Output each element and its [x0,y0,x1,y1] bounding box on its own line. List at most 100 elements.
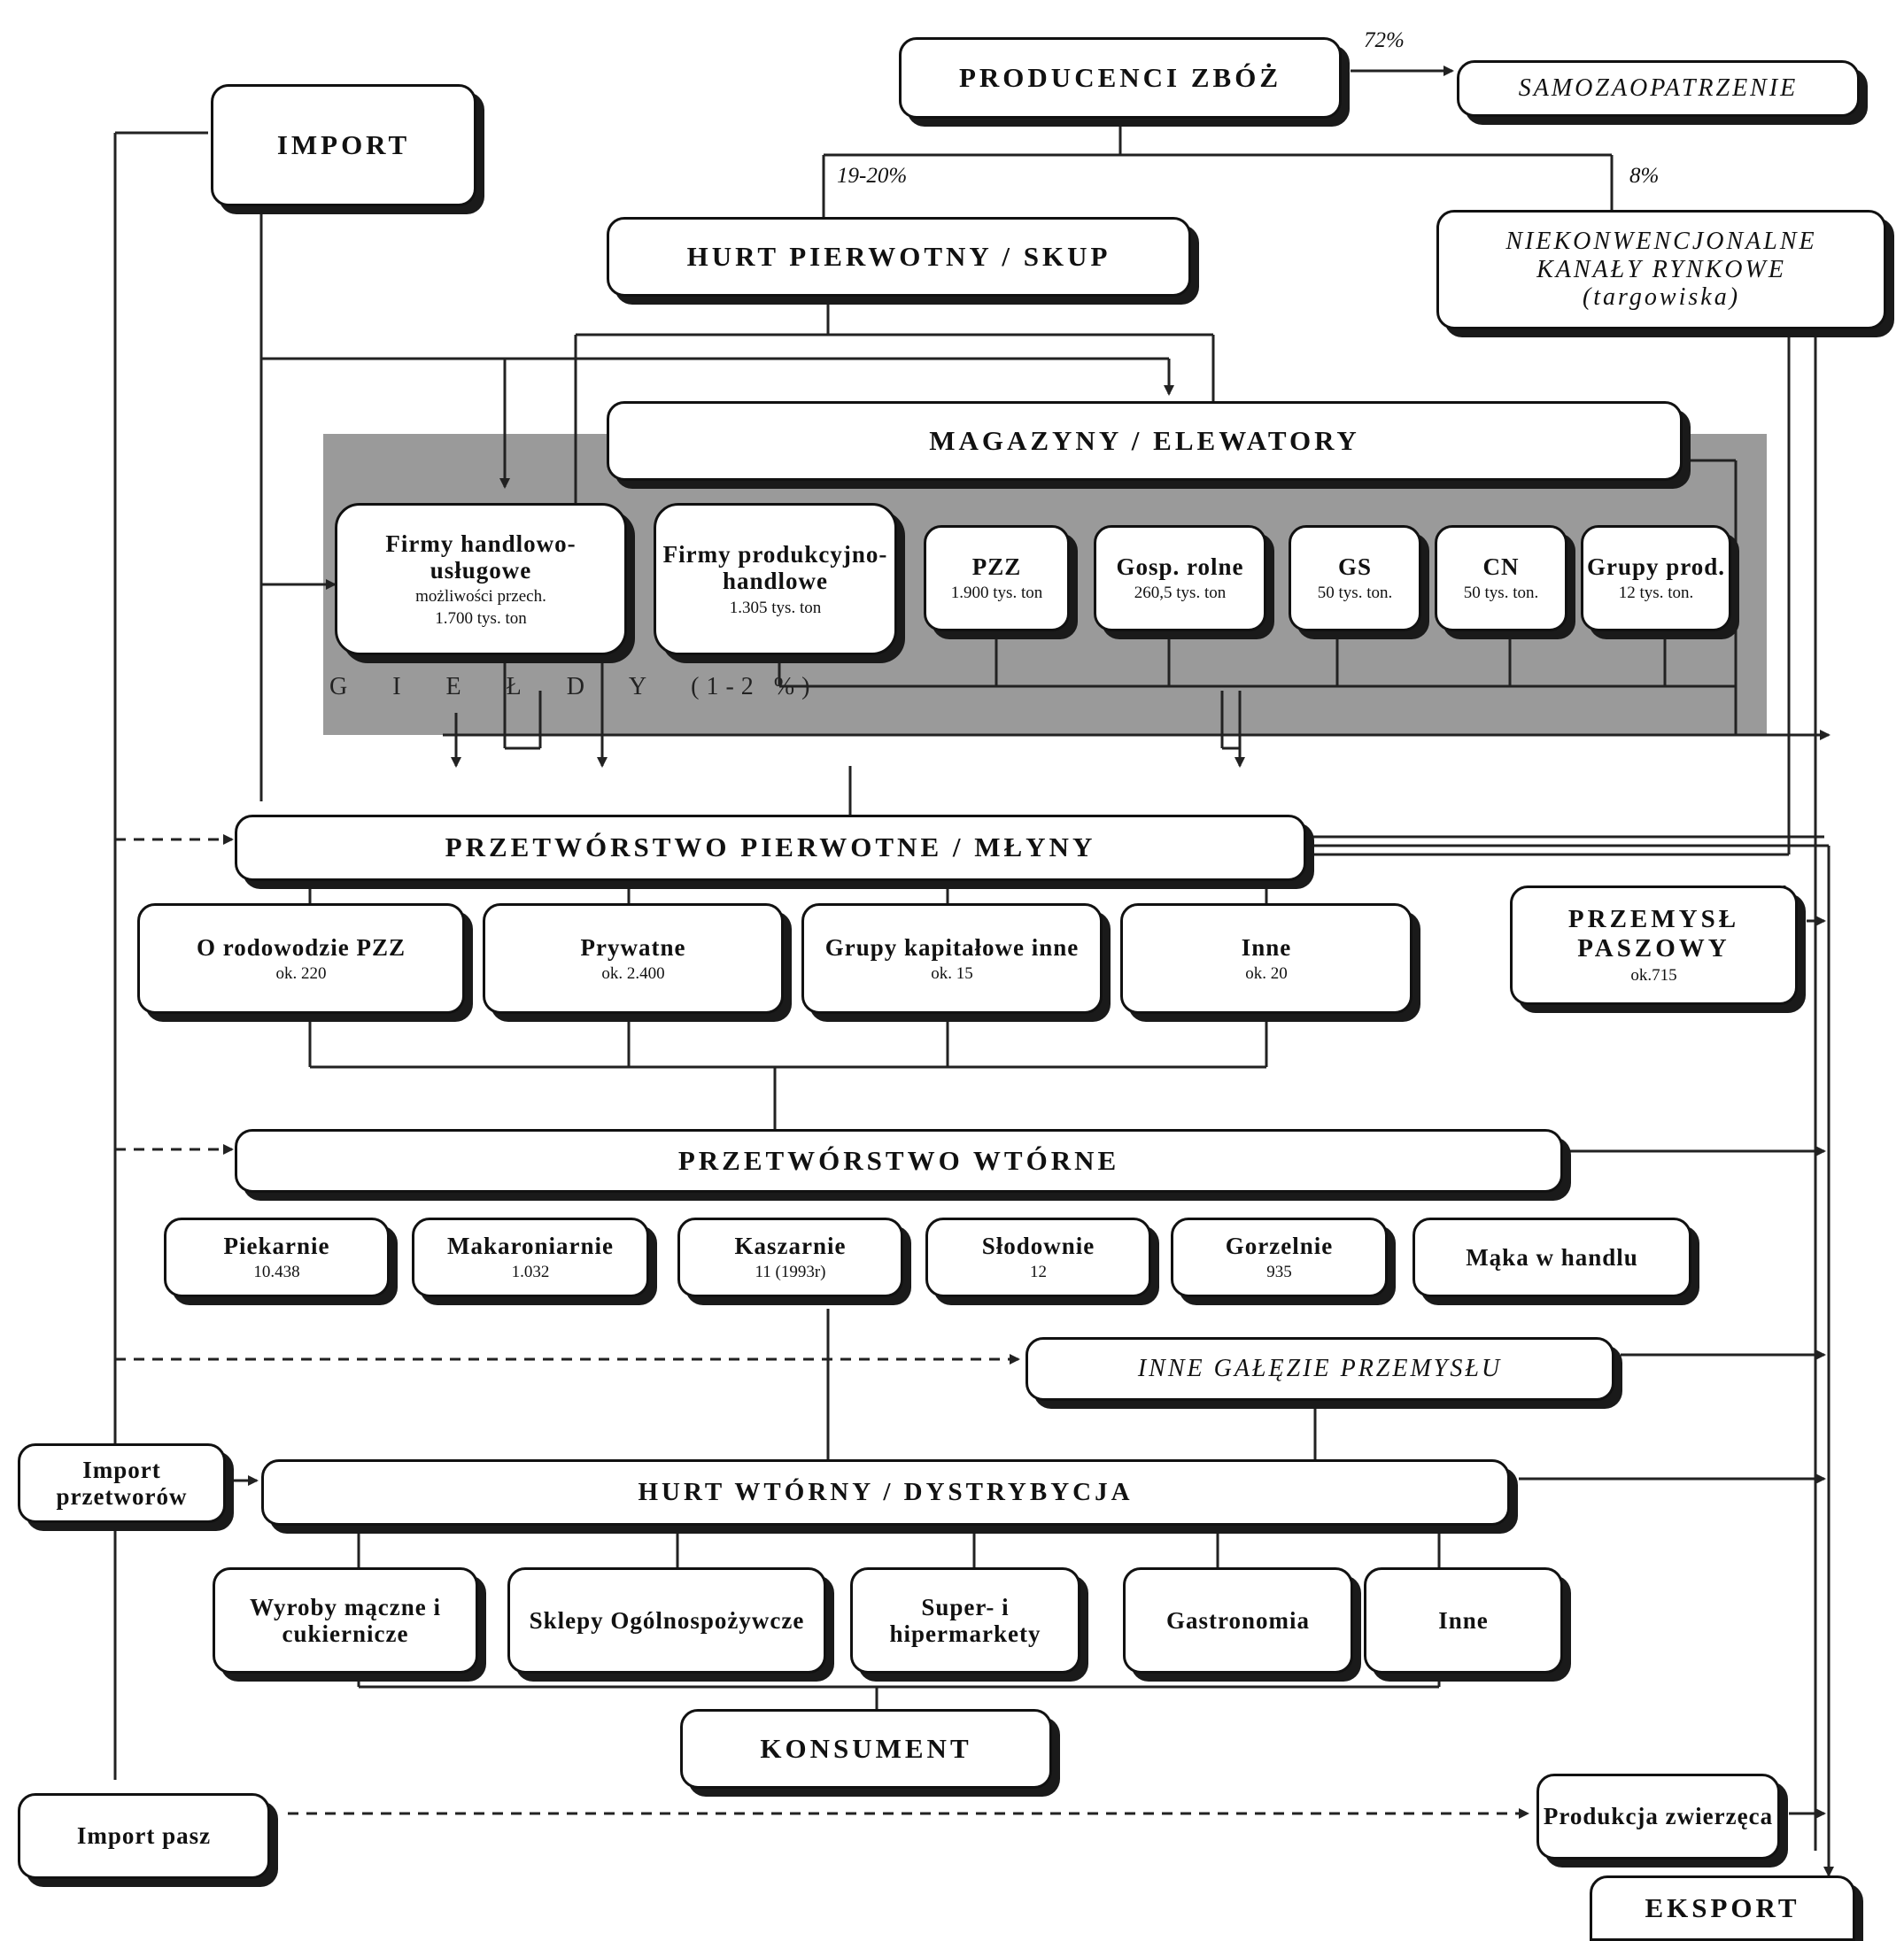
primary-wholesale-label: HURT PIERWOTNY / SKUP [686,240,1111,272]
secondary-wholesale-label: HURT WTÓRNY / DYSTRYBYCJA [638,1478,1134,1507]
mill-detail: ok. 15 [931,963,973,983]
mill-detail: ok. 2.400 [601,963,665,983]
feed-industry-detail: ok.715 [1630,966,1677,986]
distilleries-box: Gorzelnie 935 [1171,1218,1388,1297]
import-box: IMPORT [211,84,476,206]
export-box: EKSPORT [1590,1875,1855,1941]
consumer-box: KONSUMENT [680,1709,1052,1789]
feed-industry-box: PRZEMYSŁ PASZOWY ok.715 [1510,885,1798,1005]
retail-other: Inne [1364,1567,1563,1674]
retail-name: Wyroby mączne i cukiernicze [250,1593,441,1647]
flour-trade-box: Mąka w handlu [1413,1218,1691,1297]
firm-name: Grupy prod. [1586,553,1726,581]
processed-import-label: Import przetworów [56,1456,188,1510]
pasta-makers-box: Makaroniarnie 1.032 [412,1218,649,1297]
exchanges-pct: (1-2 %) [691,673,817,700]
mill-capital-groups: Grupy kapitałowe inne ok. 15 [801,903,1103,1014]
firm-detail: 1.700 tys. ton [435,609,527,629]
self-supply-box: SAMOZAOPATRZENIE [1457,60,1860,117]
secondary-detail: 1.032 [511,1263,550,1282]
self-supply-label: SAMOZAOPATRZENIE [1518,74,1799,103]
producers-box: PRODUCENCI ZBÓŻ [899,37,1342,119]
consumer-label: KONSUMENT [760,1732,972,1764]
secondary-name: Słodownie [981,1233,1095,1260]
firm-name: Firmy handlowo-usługowe [385,530,577,584]
firm-farms: Gosp. rolne 260,5 tys. ton [1094,525,1266,631]
mill-name: Inne [1241,933,1292,961]
retail-name: Inne [1438,1606,1489,1634]
secondary-name: Kaszarnie [734,1233,847,1260]
firm-producer-groups: Grupy prod. 12 tys. ton. [1581,525,1731,631]
primary-processing-box: PRZETWÓRSTWO PIERWOTNE / MŁYNY [235,815,1306,881]
secondary-wholesale-box: HURT WTÓRNY / DYSTRYBYCJA [261,1459,1510,1526]
secondary-processing-label: PRZETWÓRSTWO WTÓRNE [677,1144,1120,1176]
retail-name: Gastronomia [1165,1606,1310,1634]
mill-private: Prywatne ok. 2.400 [483,903,784,1014]
secondary-name: Gorzelnie [1225,1233,1334,1260]
unconventional-channels-box: NIEKONWENCJONALNE KANAŁY RYNKOWE (targow… [1436,210,1886,329]
firm-detail: możliwości przech. [415,586,546,606]
firm-name: PZZ [971,553,1022,581]
animal-production-label: Produkcja zwierzęca [1543,1803,1774,1830]
mill-detail: ok. 20 [1245,963,1288,983]
firm-name: Firmy produkcyjno-handlowe [662,541,888,595]
feed-industry-line1: PRZEMYSŁ [1567,905,1740,934]
pct-72-label: 72% [1364,28,1405,52]
exchanges-label: G I E Ł D Y (1-2 %) [329,673,817,700]
groats-mills-box: Kaszarnie 11 (1993r) [677,1218,903,1297]
retail-name: Sklepy Ogólnospożywcze [529,1606,805,1634]
firm-detail: 1.900 tys. ton [950,584,1043,603]
secondary-detail: 10.438 [253,1263,300,1282]
feed-import-label: Import pasz [76,1822,212,1850]
feed-import-box: Import pasz [18,1793,270,1879]
producers-label: PRODUCENCI ZBÓŻ [958,61,1281,93]
animal-production-box: Produkcja zwierzęca [1536,1774,1780,1860]
secondary-name: Piekarnie [223,1233,330,1260]
firm-name: GS [1337,553,1373,581]
firm-detail: 12 tys. ton. [1618,584,1694,603]
primary-processing-label: PRZETWÓRSTWO PIERWOTNE / MŁYNY [445,831,1096,863]
mill-name: Grupy kapitałowe inne [824,933,1080,961]
firm-detail: 50 tys. ton. [1463,584,1539,603]
warehouses-label: MAGAZYNY / ELEWATORY [929,424,1360,456]
mill-detail: ok. 220 [275,963,327,983]
secondary-name: Mąka w handlu [1466,1243,1638,1271]
pct-8-label: 8% [1629,164,1660,188]
mill-pzz: O rodowodzie PZZ ok. 220 [137,903,465,1014]
secondary-processing-box: PRZETWÓRSTWO WTÓRNE [235,1129,1563,1193]
import-label: IMPORT [276,128,411,160]
mill-name: Prywatne [580,933,686,961]
mill-other: Inne ok. 20 [1120,903,1413,1014]
secondary-name: Makaroniarnie [447,1233,614,1260]
retail-supermarkets: Super- i hipermarkety [850,1567,1080,1674]
primary-wholesale-box: HURT PIERWOTNY / SKUP [607,217,1191,297]
firm-pzz: PZZ 1.900 tys. ton [924,525,1070,631]
unconventional-line1: NIEKONWENCJONALNE [1505,228,1817,256]
warehouses-box: MAGAZYNY / ELEWATORY [607,401,1683,481]
firm-detail: 1.305 tys. ton [729,598,822,617]
export-label: EKSPORT [1645,1891,1800,1923]
firm-production-trade: Firmy produkcyjno-handlowe 1.305 tys. to… [654,503,897,655]
retail-grocery-stores: Sklepy Ogólnospożywcze [507,1567,826,1674]
other-industries-box: INNE GAŁĘZIE PRZEMYSŁU [1026,1337,1614,1401]
mill-name: O rodowodzie PZZ [196,933,406,961]
secondary-detail: 11 (1993r) [755,1263,826,1282]
firm-detail: 50 tys. ton. [1317,584,1393,603]
unconventional-line2: KANAŁY RYNKOWE [1536,255,1786,283]
other-industries-label: INNE GAŁĘZIE PRZEMYSŁU [1137,1355,1503,1383]
secondary-detail: 12 [1030,1263,1047,1282]
retail-bakery-products: Wyroby mączne i cukiernicze [213,1567,478,1674]
processed-import-box: Import przetworów [18,1443,226,1523]
bakeries-box: Piekarnie 10.438 [164,1218,390,1297]
secondary-detail: 935 [1266,1263,1292,1282]
firm-cn: CN 50 tys. ton. [1435,525,1567,631]
retail-gastronomy: Gastronomia [1123,1567,1353,1674]
pct-19-20-label: 19-20% [837,164,908,188]
firm-name: Gosp. rolne [1116,553,1244,581]
firm-trade-services: Firmy handlowo-usługowe możliwości przec… [335,503,627,655]
firm-gs: GS 50 tys. ton. [1289,525,1421,631]
firm-name: CN [1482,553,1520,581]
retail-name: Super- i hipermarkety [889,1593,1041,1647]
